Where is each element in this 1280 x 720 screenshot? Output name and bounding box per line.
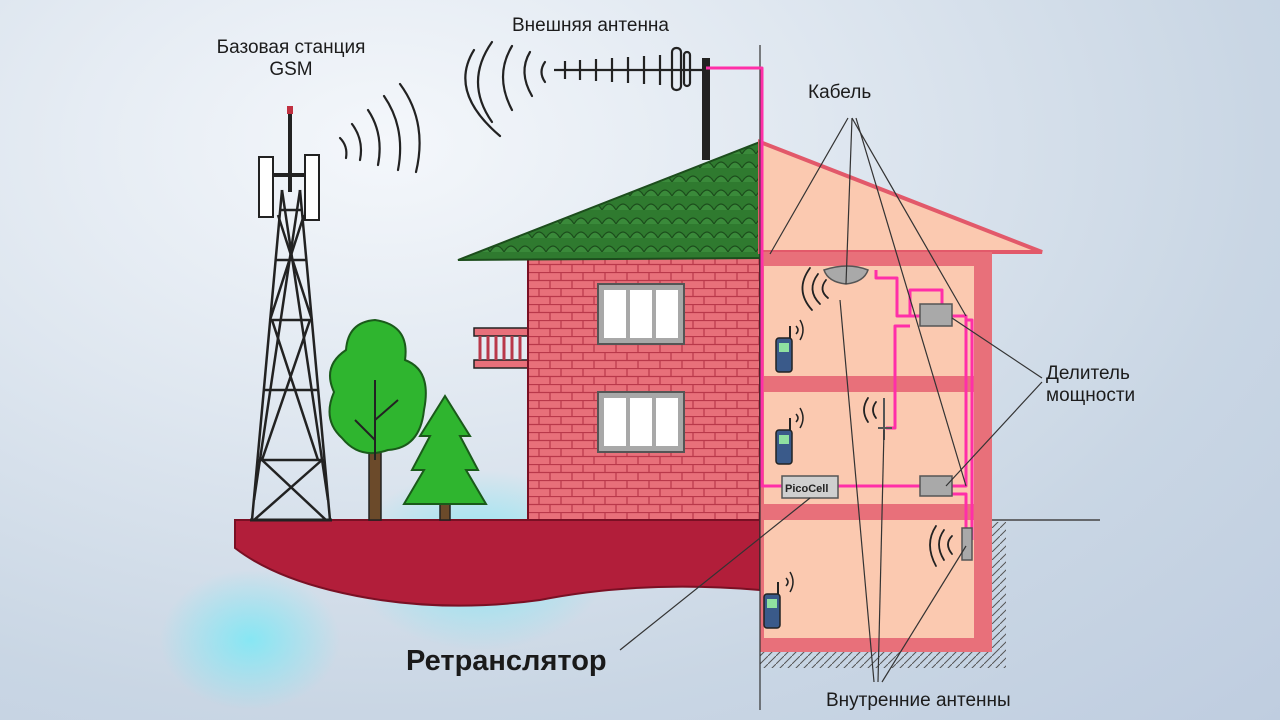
tower-panel-right-icon — [304, 154, 320, 221]
mobile-phone-icon — [763, 571, 794, 629]
yagi-antenna-icon — [554, 46, 710, 160]
outdoor-antenna-label: Внешняя антенна — [512, 15, 669, 36]
balcony — [473, 327, 529, 369]
ground-surface — [234, 519, 761, 607]
cable-lines — [706, 66, 974, 540]
window-upper — [597, 283, 685, 345]
wall-antenna-icon — [961, 527, 973, 561]
fir-tree-icon — [402, 394, 488, 521]
splitter-icon — [919, 475, 953, 497]
radio-waves-icon — [338, 82, 421, 174]
window-lower — [597, 391, 685, 453]
power-splitter-label: Делитель мощности — [1046, 363, 1136, 406]
indoor-waves-icon — [801, 267, 953, 567]
indoor-antennas-label: Внутренние антенны — [826, 690, 1011, 711]
tower-panel-left-icon — [258, 156, 274, 218]
leader-lines — [619, 117, 1043, 683]
repeater-title: Ретранслятор — [406, 645, 607, 677]
cell-tower-icon — [250, 106, 332, 522]
base-station-text: Базовая станция GSM — [216, 37, 366, 80]
base-station-label: Базовая станция GSM — [196, 37, 386, 81]
tree-icon — [328, 318, 427, 521]
cable-label: Кабель — [808, 82, 872, 103]
mobile-phone-icon — [775, 319, 804, 373]
antenna-waves-icon — [464, 40, 547, 138]
mobile-phone-icon — [775, 407, 804, 465]
house-roof-green — [457, 140, 761, 261]
splitter-icon — [919, 303, 953, 327]
picocell-label: PicoCell — [785, 483, 828, 495]
